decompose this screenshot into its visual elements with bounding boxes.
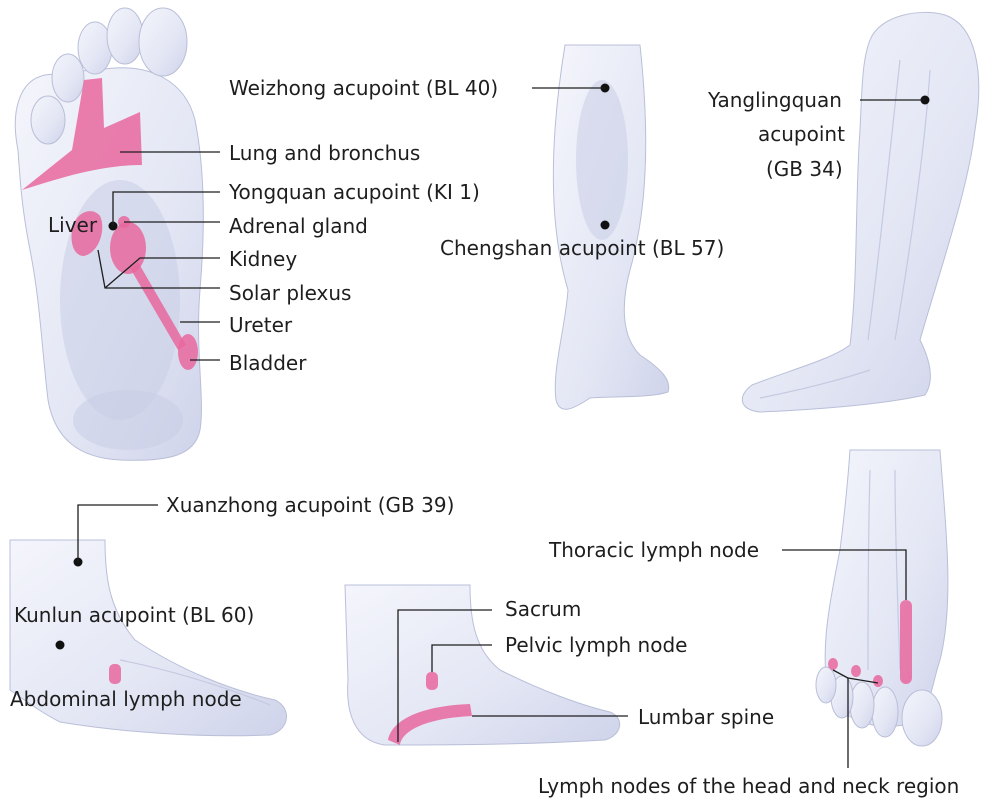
kidney-label: Kidney	[229, 247, 297, 271]
chengshan-label: Chengshan acupoint (BL 57)	[440, 236, 724, 260]
head-neck-lymph-label: Lymph nodes of the head and neck region	[538, 774, 959, 798]
calf-muscle-shade	[576, 80, 628, 240]
sole-toe-4	[52, 54, 84, 102]
sacrum-label: Sacrum	[505, 597, 581, 621]
bladder-label: Bladder	[229, 351, 307, 375]
lung-bronchus-label: Lung and bronchus	[229, 141, 420, 165]
xuanzhong-label: Xuanzhong acupoint (GB 39)	[166, 493, 454, 517]
chengshan-marker	[601, 221, 610, 230]
yongquan-label: Yongquan acupoint (KI 1)	[228, 180, 480, 204]
ureter-label: Ureter	[229, 313, 293, 337]
yanglingquan-label-2: acupoint	[758, 122, 845, 146]
leg-shape	[742, 12, 978, 412]
lumbar-spine-label: Lumbar spine	[638, 705, 774, 729]
foot-top-big-toe	[902, 690, 942, 746]
solar-plexus-label: Solar plexus	[229, 281, 351, 305]
foot-top-toe-2	[872, 687, 898, 737]
liver-label: Liver	[48, 213, 98, 237]
sole-big-toe	[139, 8, 187, 76]
leg-illustration	[742, 12, 978, 412]
sole-heel-shade	[73, 390, 183, 450]
yanglingquan-label-3: (GB 34)	[766, 157, 843, 181]
kunlun-label: Kunlun acupoint (BL 60)	[14, 603, 254, 627]
pelvic-lymph-label: Pelvic lymph node	[505, 633, 687, 657]
foot-top-toe-5	[816, 667, 836, 703]
kunlun-marker	[56, 641, 65, 650]
head-neck-lymph-zone-1	[828, 658, 838, 670]
foot-top-toe-3	[850, 682, 874, 728]
thoracic-lymph-zone	[900, 600, 912, 684]
weizhong-label: Weizhong acupoint (BL 40)	[229, 76, 498, 100]
abdominal-lymph-label: Abdominal lymph node	[10, 687, 242, 711]
calf-illustration	[553, 45, 668, 409]
pelvic-lymph-zone	[426, 672, 438, 690]
yanglingquan-label-1: Yanglingquan	[707, 88, 842, 112]
bladder-zone	[178, 334, 198, 370]
sole-illustration	[15, 8, 203, 460]
sole-toe-3	[78, 22, 112, 74]
sole-toe-5	[31, 96, 65, 144]
sole-toe-2	[107, 8, 143, 64]
adrenal-label: Adrenal gland	[229, 214, 368, 238]
thoracic-lymph-label: Thoracic lymph node	[548, 538, 759, 562]
foot-top-illustration	[816, 450, 948, 746]
head-neck-lymph-zone-2	[851, 665, 861, 677]
abdominal-lymph-zone	[109, 664, 121, 684]
head-neck-lymph-zone-3	[873, 675, 883, 687]
